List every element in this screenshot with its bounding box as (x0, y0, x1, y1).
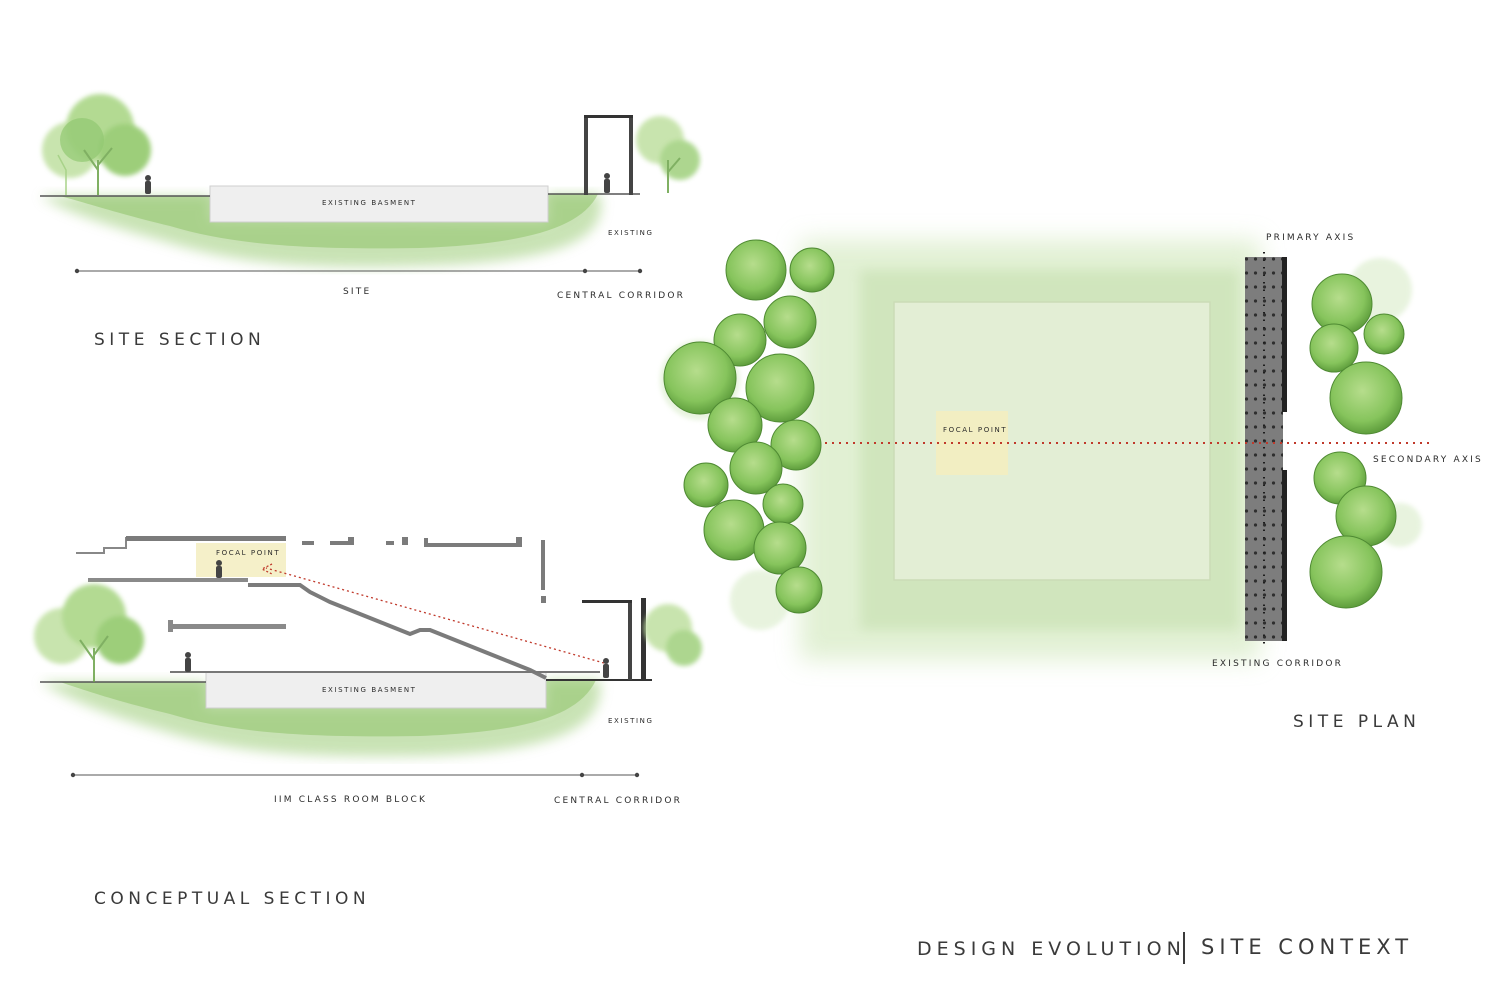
conceptual-section-title: CONCEPTUAL SECTION (94, 889, 371, 909)
primary-axis-label: PRIMARY AXIS (1266, 233, 1356, 243)
corridor-label: EXISTING CORRIDOR (1212, 659, 1344, 669)
corridor-frame-left (584, 115, 588, 195)
conceptual-section-drawing (34, 536, 702, 778)
tree-right (636, 116, 700, 193)
site-plan-drawing (660, 239, 1432, 660)
tree-left (42, 94, 151, 195)
basement-label: EXISTING BASMENT (322, 686, 417, 694)
secondary-axis-label: SECONDARY AXIS (1373, 455, 1483, 465)
tree-left (34, 584, 144, 682)
existing-label: EXISTING (608, 229, 654, 237)
dim-block-label: IIM CLASS ROOM BLOCK (274, 795, 428, 805)
site-plan-title: SITE PLAN (1293, 712, 1421, 732)
tree-right (644, 604, 702, 666)
person-figure (145, 175, 151, 194)
dim-corridor-label: CENTRAL CORRIDOR (554, 796, 683, 806)
person-figure (185, 652, 191, 672)
basement-label: EXISTING BASMENT (322, 199, 417, 207)
person-figure (604, 173, 610, 193)
person-figure (603, 658, 609, 678)
existing-basement (205, 671, 547, 709)
person-figure (216, 560, 222, 578)
tree-cluster-right (1309, 258, 1422, 609)
dim-corridor-label: CENTRAL CORRIDOR (557, 291, 686, 301)
footer-divider (1183, 932, 1185, 964)
existing-basement (209, 185, 549, 223)
corridor-frame-right (629, 115, 633, 195)
focal-point-highlight (196, 543, 286, 577)
site-section-drawing (40, 94, 700, 274)
stair-profile (248, 583, 547, 680)
footer-site-context: SITE CONTEXT (1201, 935, 1414, 959)
corridor-frame-top (584, 115, 633, 118)
plan-focal-label: FOCAL POINT (943, 426, 1008, 434)
dim-site-label: SITE (343, 287, 372, 297)
existing-label: EXISTING (608, 717, 654, 725)
focal-point-label: FOCAL POINT (216, 549, 281, 557)
sight-line (265, 567, 605, 664)
site-section-title: SITE SECTION (94, 330, 266, 350)
footer-design-evolution: DESIGN EVOLUTION (917, 938, 1186, 960)
tree-cluster-left (660, 239, 835, 630)
